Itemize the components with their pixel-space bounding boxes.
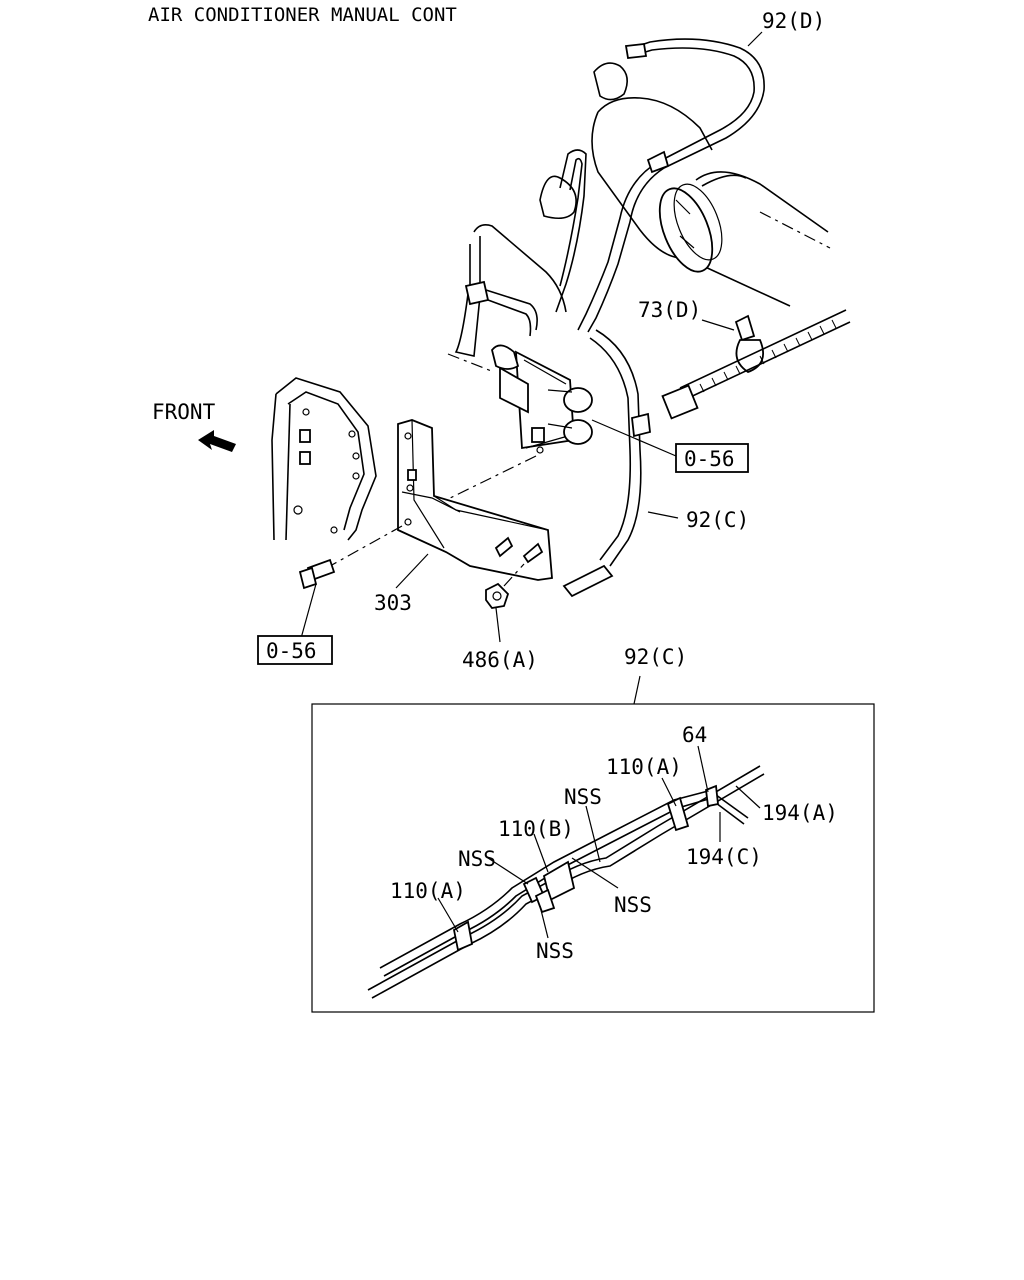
label-486a: 486(A): [462, 648, 538, 672]
front-label: FRONT: [152, 400, 216, 424]
blower-duct: [539, 62, 831, 307]
detail-frame: [311, 703, 875, 1013]
vacuum-hose-92d: [555, 38, 765, 333]
label-110a-top: 110(A): [606, 755, 682, 779]
front-arrow-icon: [198, 430, 236, 452]
label-194c: 194(C): [686, 845, 762, 869]
label-ref-056-left: 0-56: [266, 639, 317, 663]
ref-box-right: [675, 443, 749, 473]
detail-leaders: [437, 745, 761, 939]
label-92d: 92(D): [762, 9, 825, 33]
detail-tubes: [367, 765, 765, 999]
label-92c: 92(C): [686, 508, 749, 532]
clip-73d-harness: [661, 309, 851, 420]
label-nss-left: NSS: [458, 847, 496, 871]
label-nss-right: NSS: [614, 893, 652, 917]
label-73d: 73(D): [638, 298, 701, 322]
instrument-panel-section: [271, 377, 377, 541]
label-nss-top: NSS: [564, 785, 602, 809]
leader-92d: [747, 31, 763, 47]
bolt: [298, 558, 336, 643]
label-303: 303: [374, 591, 412, 615]
vacuum-hose-92c: [562, 329, 679, 598]
diagram-title: AIR CONDITIONER MANUAL CONT: [148, 4, 457, 26]
label-194a: 194(A): [762, 801, 838, 825]
detail-heading: 92(C): [624, 645, 687, 669]
label-110b: 110(B): [498, 817, 574, 841]
label-nss-bottom: NSS: [536, 939, 574, 963]
label-64: 64: [682, 723, 707, 747]
vacuum-lines: [447, 224, 567, 373]
detail-leader: [633, 675, 641, 705]
nut-486a: [485, 563, 525, 643]
label-110a-left: 110(A): [390, 879, 466, 903]
ref-box-left: [257, 635, 333, 665]
bracket-303: [329, 419, 553, 589]
vacuum-valve: [441, 344, 677, 503]
label-ref-056-right: 0-56: [684, 447, 735, 471]
